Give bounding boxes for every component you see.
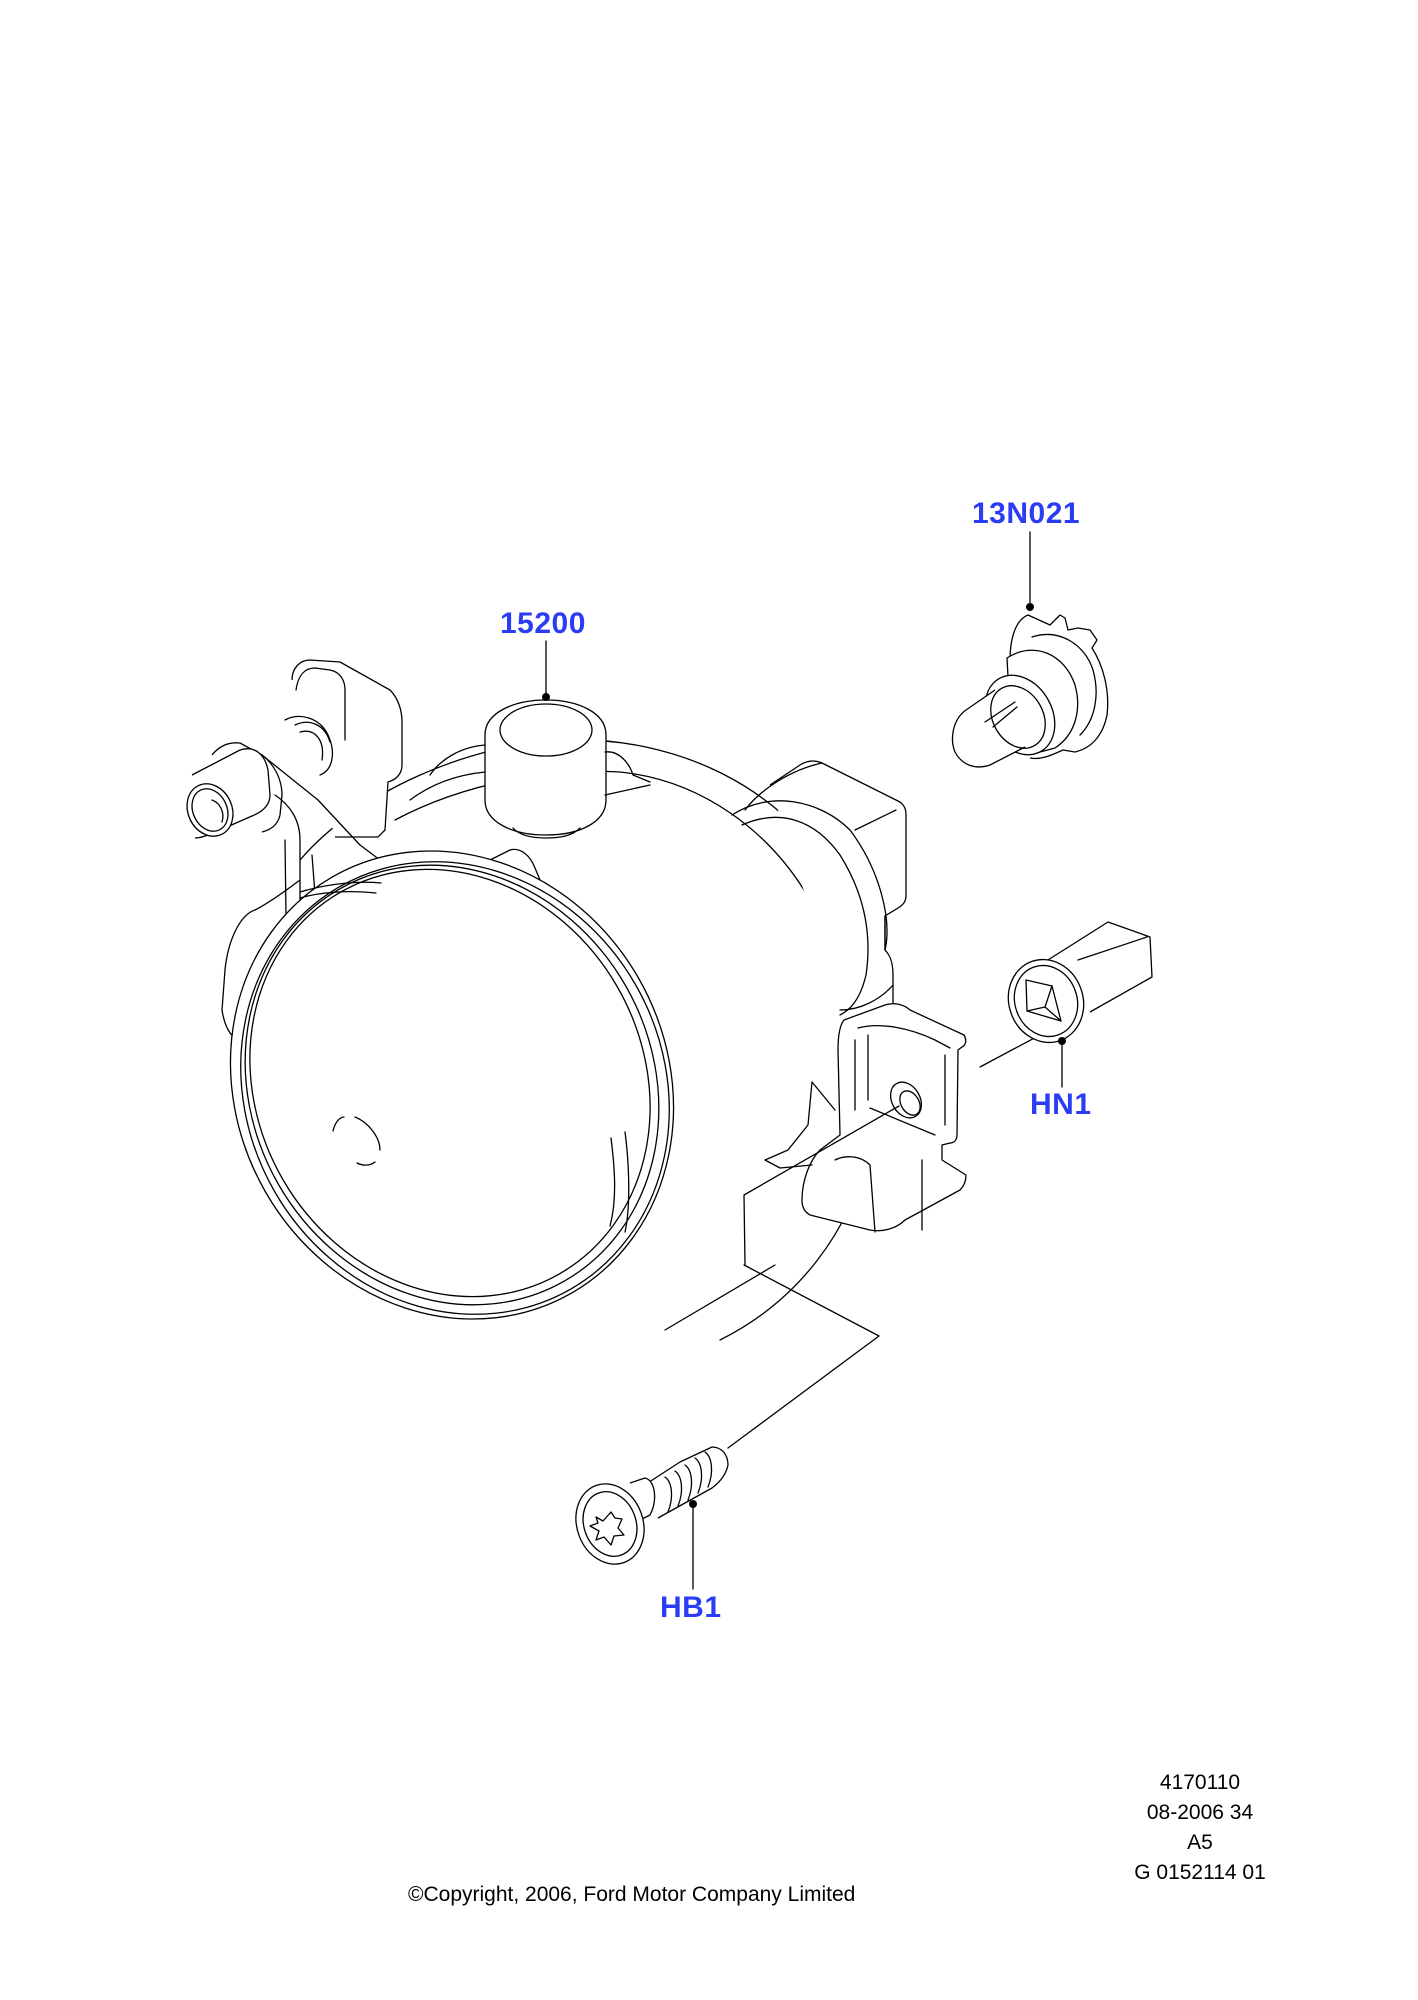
bulb	[951, 614, 1109, 768]
screw	[575, 1446, 729, 1565]
callout-leaders	[542, 531, 1066, 1590]
callout-label-HB1: HB1	[660, 1591, 722, 1624]
fog-lamp-housing	[186, 659, 1041, 1449]
copyright-notice: ©Copyright, 2006, Ford Motor Company Lim…	[408, 1883, 856, 1906]
ref-line-3: A5	[1187, 1831, 1213, 1854]
callout-label-HN1: HN1	[1030, 1088, 1092, 1121]
ref-line-4: G 0152114 01	[1134, 1861, 1266, 1884]
callout-label-15200: 15200	[500, 607, 586, 640]
ref-line-1: 4170110	[1159, 1771, 1241, 1794]
callout-label-13N021: 13N021	[972, 497, 1081, 530]
ref-line-2: 08-2006 34	[1146, 1801, 1254, 1824]
push-nut	[1007, 921, 1153, 1044]
